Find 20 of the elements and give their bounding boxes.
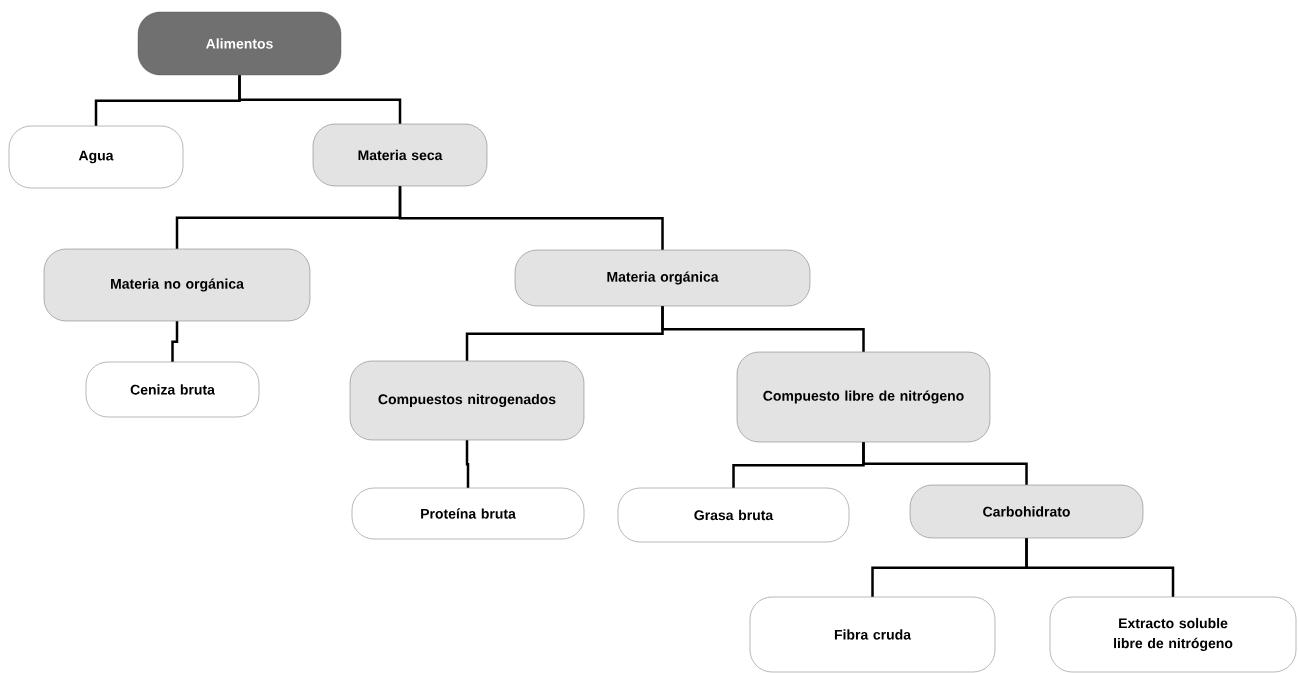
rounded-box: Compuestos nitrogenados bbox=[349, 360, 585, 441]
connector bbox=[465, 440, 470, 488]
connector bbox=[1025, 538, 1175, 597]
rounded-box: Proteína bruta bbox=[351, 487, 585, 540]
rounded-box: Ceniza bruta bbox=[85, 361, 260, 418]
rounded-box: Agua bbox=[8, 125, 184, 189]
connector bbox=[238, 75, 402, 124]
connector bbox=[661, 306, 865, 352]
rounded-box: Fibra cruda bbox=[749, 596, 996, 673]
rounded-box: Grasa bruta bbox=[617, 487, 850, 543]
rounded-box: Compuesto libre de nitrógeno bbox=[736, 351, 991, 443]
connector bbox=[862, 442, 1028, 485]
rounded-box: Materia orgánica bbox=[514, 249, 811, 307]
rounded-box: Extracto soluble libre de nitrógeno bbox=[1049, 596, 1297, 673]
connector bbox=[171, 321, 179, 362]
rounded-box: Materia no orgánica bbox=[43, 248, 311, 322]
rounded-box: Alimentos bbox=[137, 11, 342, 76]
connector bbox=[398, 186, 664, 250]
rounded-box: Carbohidrato bbox=[909, 484, 1144, 539]
rounded-box: Materia seca bbox=[312, 123, 488, 187]
